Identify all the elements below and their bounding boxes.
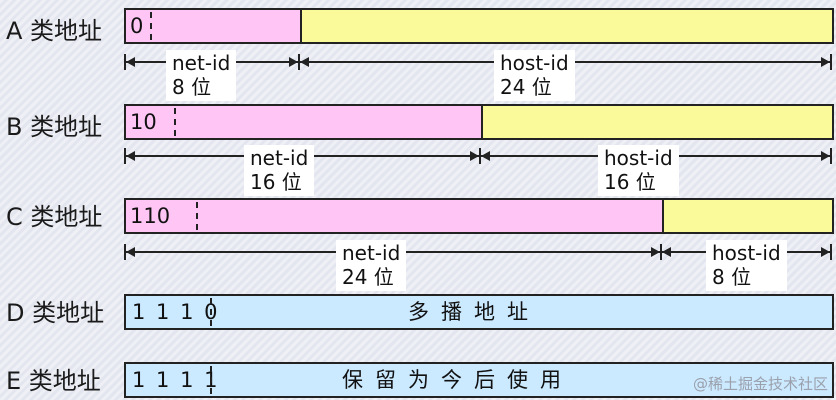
class-d-prefix-divider: [210, 298, 212, 326]
class-b-prefix-divider: [174, 108, 176, 136]
class-c-net-dim-label: net-id 24 位: [336, 240, 407, 291]
class-d-description: 多播地址: [408, 300, 540, 324]
class-c-host-dim-label: host-id 8 位: [706, 240, 787, 291]
class-b-host-segment: [481, 106, 832, 138]
class-a-net-dim-label: net-id 8 位: [166, 50, 237, 101]
class-b-net-arrow-right: [470, 151, 479, 161]
class-c-prefix: 110: [130, 204, 171, 228]
watermark: @稀土掘金技术社区: [692, 375, 828, 393]
class-c-host-bits: 8 位: [712, 265, 752, 289]
class-b-bar: 10: [124, 104, 834, 140]
class-b-dim-tick-end: [830, 148, 832, 164]
class-e-label: E 类地址: [6, 367, 101, 395]
class-e-prefix-divider: [210, 366, 212, 394]
class-c-host-id-text: host-id: [712, 241, 781, 265]
class-a-dim-tick-mid: [298, 54, 300, 70]
class-a-net-segment: [126, 10, 300, 42]
class-b-dim-tick-mid: [479, 148, 481, 164]
class-a-host-segment: [300, 10, 832, 42]
class-c-host-arrow-left: [662, 247, 671, 257]
class-b-net-segment: [126, 106, 481, 138]
class-c-host-segment: [662, 200, 832, 232]
class-a-net-arrow-right: [289, 57, 298, 67]
class-b-host-dim-label: host-id 16 位: [598, 145, 679, 196]
class-b-host-id-text: host-id: [604, 146, 673, 170]
class-c-net-id-text: net-id: [342, 241, 401, 265]
class-c-dim-tick-start: [124, 244, 126, 260]
class-a-label: A 类地址: [6, 17, 103, 45]
class-a-host-arrow-right: [821, 57, 830, 67]
class-c-label: C 类地址: [6, 203, 103, 231]
class-b-prefix: 10: [130, 110, 157, 134]
class-d-label: D 类地址: [6, 299, 105, 327]
class-a-host-bits: 24 位: [500, 75, 552, 99]
class-a-net-arrow-left: [126, 57, 135, 67]
class-b-host-arrow-left: [481, 151, 490, 161]
class-a-host-id-text: host-id: [500, 51, 569, 75]
class-b-net-bits: 16 位: [250, 170, 302, 194]
class-a-host-dim-label: host-id 24 位: [494, 50, 575, 101]
class-c-net-arrow-right: [651, 247, 660, 257]
class-d-bar: 1 1 1 0 多播地址: [124, 294, 834, 330]
class-a-net-bits: 8 位: [172, 75, 212, 99]
class-b-host-arrow-right: [821, 151, 830, 161]
class-b-label: B 类地址: [6, 113, 103, 141]
class-c-dim-tick-end: [830, 244, 832, 260]
class-e-bar: 1 1 1 1 保留为今后使用: [124, 362, 834, 398]
class-a-bar: 0: [124, 8, 834, 44]
class-a-host-arrow-left: [300, 57, 309, 67]
class-a-net-id-text: net-id: [172, 51, 231, 75]
class-a-dim-tick-start: [124, 54, 126, 70]
class-c-bar: 110: [124, 198, 834, 234]
class-e-description: 保留为今后使用: [342, 368, 573, 392]
class-c-net-arrow-left: [126, 247, 135, 257]
class-e-prefix: 1 1 1 1: [132, 368, 220, 392]
class-a-dim-tick-end: [830, 54, 832, 70]
class-b-host-bits: 16 位: [604, 170, 656, 194]
class-a-prefix: 0: [130, 14, 144, 38]
class-d-prefix: 1 1 1 0: [132, 300, 220, 324]
class-b-net-arrow-left: [126, 151, 135, 161]
class-b-net-dim-label: net-id 16 位: [244, 145, 315, 196]
class-c-host-arrow-right: [821, 247, 830, 257]
class-c-prefix-divider: [196, 202, 198, 230]
class-a-prefix-divider: [150, 12, 152, 40]
class-c-net-bits: 24 位: [342, 265, 394, 289]
class-c-net-segment: [126, 200, 662, 232]
class-c-dim-tick-mid: [660, 244, 662, 260]
class-b-dim-tick-start: [124, 148, 126, 164]
class-b-net-id-text: net-id: [250, 146, 309, 170]
